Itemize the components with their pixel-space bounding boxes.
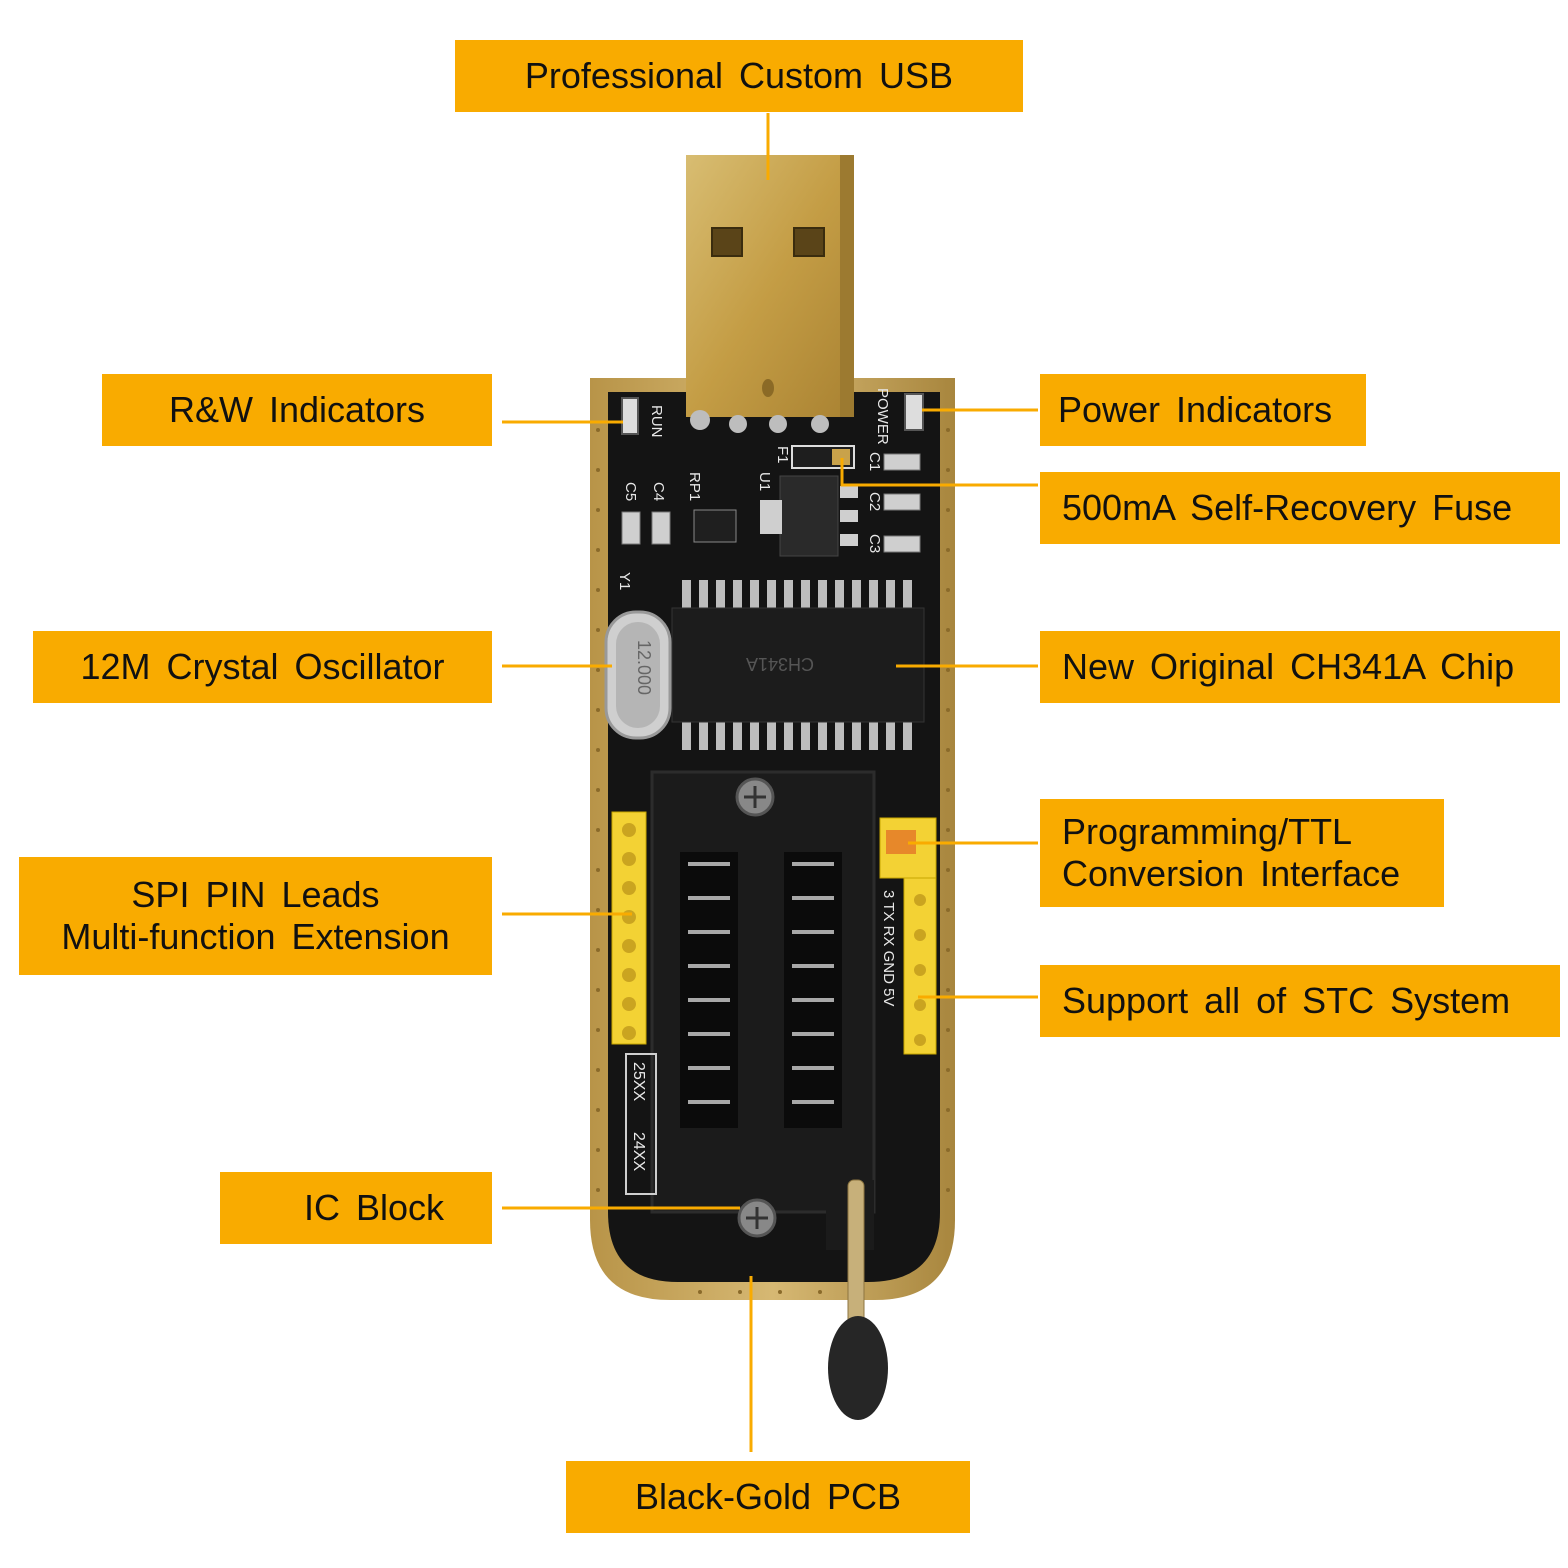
callout-power-indicators: Power Indicators [1040,374,1366,446]
usb-connector [686,155,854,417]
spi-pin-header [611,811,647,1045]
silk-c1: C1 [866,452,883,471]
callout-fuse-text: 500mA Self-Recovery Fuse [1062,487,1513,528]
lever-knob [828,1316,888,1420]
callout-chip-text: New Original CH341A Chip [1062,646,1515,687]
silk-y1: Y1 [616,572,633,590]
callout-fuse: 500mA Self-Recovery Fuse [1040,472,1560,544]
silk-run: RUN [648,405,665,438]
callout-ic-block: IC Block [220,1172,492,1244]
callout-spi-line2: Multi-function Extension [61,916,450,957]
crystal-marking: 12.000 [634,640,654,695]
rw-led [621,397,639,435]
socket-label-25xx: 25XX [630,1062,647,1101]
ttl-pin-header: 3 TX RX GND 5V [879,817,937,1055]
silk-c2: C2 [866,492,883,511]
callout-spi-line1: SPI PIN Leads [131,874,380,915]
silk-power: POWER [874,388,891,445]
callout-stc-text: Support all of STC System [1062,980,1511,1021]
callout-pcb: Black-Gold PCB [566,1461,970,1533]
line-fuse [840,458,1038,487]
silk-c3: C3 [866,534,883,553]
ch341a-chip: CH341A [671,580,925,750]
silk-rp1: RP1 [686,472,703,501]
header-pin-labels: 3 TX RX GND 5V [880,890,897,1006]
callout-rw-indicators: R&W Indicators [102,374,492,446]
callout-spi: SPI PIN Leads Multi-function Extension [19,857,492,975]
silk-c4: C4 [650,482,667,501]
callout-crystal: 12M Crystal Oscillator [33,631,492,703]
callout-crystal-text: 12M Crystal Oscillator [80,646,445,687]
callout-power-indicators-text: Power Indicators [1058,389,1333,430]
voltage-regulator [779,475,839,557]
callout-programming-line2: Conversion Interface [1062,853,1401,894]
silk-f1: F1 [774,446,791,464]
callout-programming: Programming/TTL Conversion Interface [1040,799,1444,907]
silk-u1: U1 [756,472,773,491]
callout-stc: Support all of STC System [1040,965,1560,1037]
power-led [904,393,924,431]
callout-usb-text: Professional Custom USB [524,55,954,96]
resistor-network [693,509,737,543]
callout-usb: Professional Custom USB [455,40,1023,112]
callout-ic-block-text: IC Block [303,1187,444,1228]
usb-hole-right [793,227,825,257]
zif-socket [650,770,888,1420]
callout-lines [502,113,1038,1452]
chip-marking: CH341A [746,654,814,674]
usb-hole-left [711,227,743,257]
socket-label-24xx: 24XX [630,1132,647,1171]
callout-programming-line1: Programming/TTL [1062,811,1353,852]
silk-c5: C5 [622,482,639,501]
callout-rw-indicators-text: R&W Indicators [168,389,426,430]
callout-chip: New Original CH341A Chip [1040,631,1560,703]
edge-vias [596,428,950,1294]
callout-pcb-text: Black-Gold PCB [634,1476,902,1517]
crystal-oscillator: 12.000 [604,610,672,740]
